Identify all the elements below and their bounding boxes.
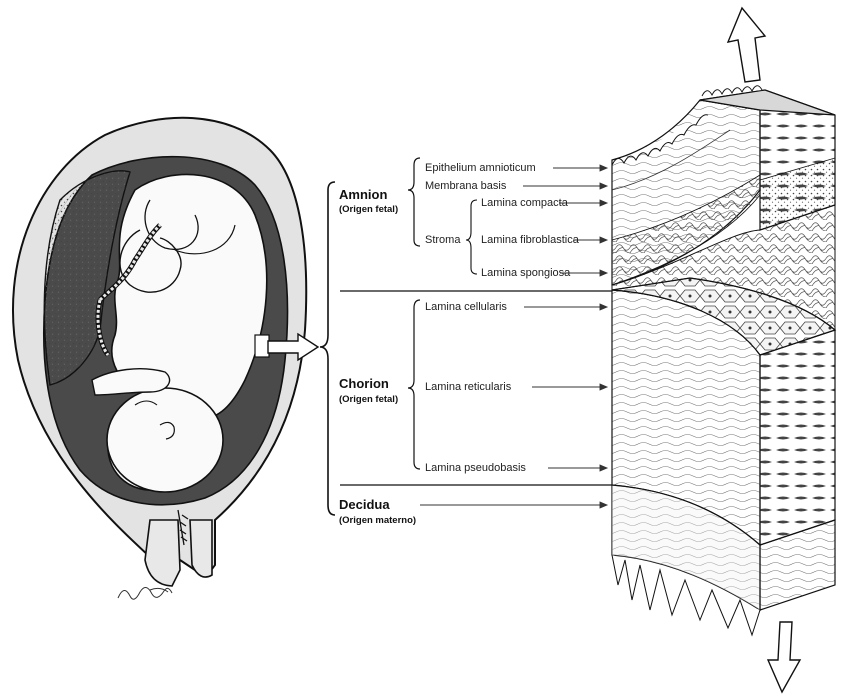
uterus-illustration bbox=[13, 118, 306, 586]
label-lamina-compacta: Lamina compacta bbox=[481, 197, 568, 210]
label-lamina-spongiosa: Lamina spongiosa bbox=[481, 267, 570, 280]
chorion-title: Chorion bbox=[339, 376, 389, 391]
chorion-brace bbox=[408, 300, 420, 469]
amnion-brace bbox=[408, 158, 420, 246]
membrane-block bbox=[612, 86, 835, 635]
membranes-bracket bbox=[320, 182, 335, 515]
stroma-brace bbox=[466, 200, 477, 274]
label-stroma: Stroma bbox=[425, 234, 460, 247]
stretch-arrow-down bbox=[768, 622, 800, 692]
decidua-title: Decidua bbox=[339, 497, 390, 512]
amnion-origin: (Origen fetal) bbox=[339, 204, 398, 216]
stretch-arrow-up bbox=[728, 8, 765, 82]
label-epithelium-amnioticum: Epithelium amnioticum bbox=[425, 162, 536, 175]
label-lamina-fibroblastica: Lamina fibroblastica bbox=[481, 234, 579, 247]
label-membrana-basis: Membrana basis bbox=[425, 180, 506, 193]
artist-signature bbox=[118, 587, 172, 599]
amnion-title: Amnion bbox=[339, 187, 387, 202]
label-lamina-reticularis: Lamina reticularis bbox=[425, 381, 511, 394]
decidua-origin: (Origen materno) bbox=[339, 515, 416, 527]
label-lamina-cellularis: Lamina cellularis bbox=[425, 301, 507, 314]
leader-lines bbox=[420, 165, 607, 508]
label-lamina-pseudobasis: Lamina pseudobasis bbox=[425, 462, 526, 475]
chorion-origin: (Origen fetal) bbox=[339, 394, 398, 406]
